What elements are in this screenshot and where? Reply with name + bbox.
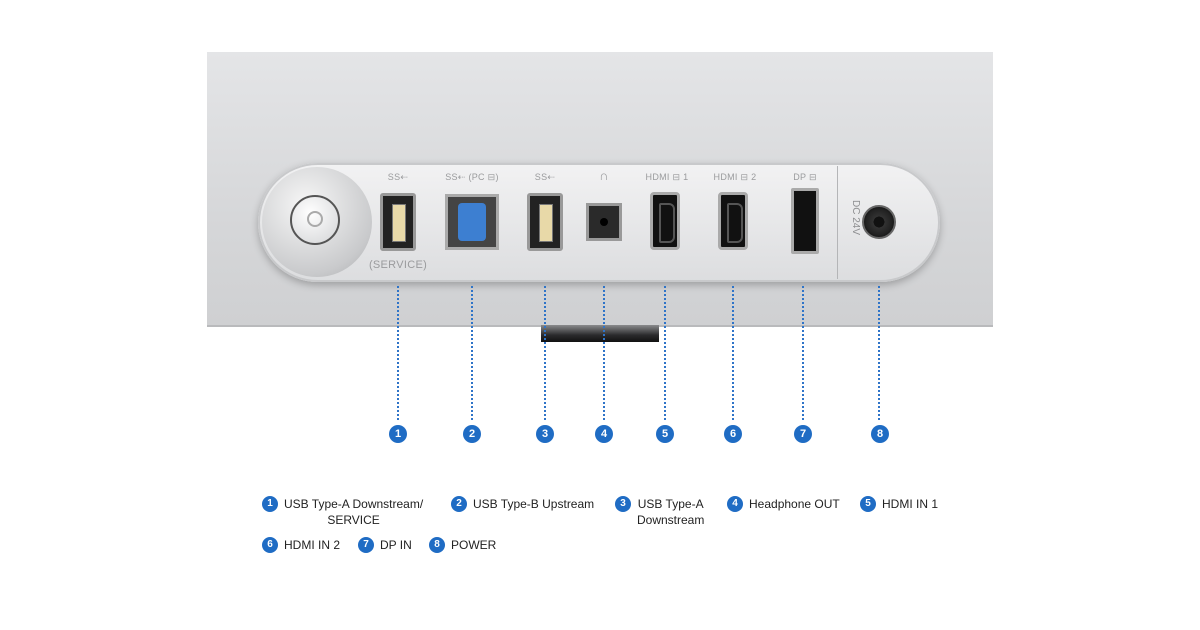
legend-number: 3 xyxy=(615,496,631,512)
marker-3: 3 xyxy=(536,425,554,443)
legend-text: USB Type-B Upstream xyxy=(473,497,595,511)
legend-number: 7 xyxy=(358,537,374,553)
leader-line xyxy=(802,286,804,420)
legend-text: USB Type-A Downstream/ SERVICE xyxy=(284,497,424,527)
legend-number: 5 xyxy=(860,496,876,512)
legend-number: 6 xyxy=(262,537,278,553)
headphone-icon: ∩ xyxy=(599,168,609,183)
usb-a-port xyxy=(527,193,563,251)
headphone-jack xyxy=(586,203,622,241)
marker-8: 8 xyxy=(871,425,889,443)
power-icon xyxy=(307,211,323,227)
usb-b-port xyxy=(445,194,499,250)
legend-number: 8 xyxy=(429,537,445,553)
legend-text: POWER xyxy=(451,538,497,552)
leader-line xyxy=(397,286,399,420)
leader-line xyxy=(603,286,605,420)
hdmi-2-label: HDMI ⊟ 2 xyxy=(713,172,757,182)
leader-line xyxy=(878,286,880,420)
usb-a-service-port xyxy=(380,193,416,251)
power-button xyxy=(290,195,340,245)
legend-text: USB Type-A Downstream xyxy=(637,497,705,527)
usb-ss-label: SS⇠ xyxy=(387,172,409,182)
marker-2: 2 xyxy=(463,425,481,443)
legend-item: 3 USB Type-A Downstream xyxy=(615,496,704,528)
legend-number: 2 xyxy=(451,496,467,512)
legend-item: 6 HDMI IN 2 xyxy=(262,537,340,553)
hdmi-1-label: HDMI ⊟ 1 xyxy=(645,172,689,182)
displayport-port xyxy=(791,188,819,254)
legend-item: 1 USB Type-A Downstream/ SERVICE xyxy=(262,496,423,528)
legend-text: HDMI IN 2 xyxy=(284,538,341,552)
dc-power-port xyxy=(862,205,896,239)
legend-text: HDMI IN 1 xyxy=(882,497,939,511)
legend-number: 1 xyxy=(262,496,278,512)
leader-line xyxy=(732,286,734,420)
plate-divider xyxy=(837,166,838,279)
legend-item: 4 Headphone OUT xyxy=(727,496,840,512)
dp-label: DP ⊟ xyxy=(793,172,817,182)
legend-item: 8 POWER xyxy=(429,537,496,553)
stand-neck xyxy=(541,325,659,342)
service-label: (SERVICE) xyxy=(368,259,428,271)
legend-item: 2 USB Type-B Upstream xyxy=(451,496,594,512)
leader-line xyxy=(664,286,666,420)
hdmi-2-port xyxy=(718,192,748,250)
marker-5: 5 xyxy=(656,425,674,443)
legend-number: 4 xyxy=(727,496,743,512)
marker-1: 1 xyxy=(389,425,407,443)
marker-4: 4 xyxy=(595,425,613,443)
usb-ss-label: SS⇠ xyxy=(534,172,556,182)
legend-item: 5 HDMI IN 1 xyxy=(860,496,938,512)
legend-text: DP IN xyxy=(380,538,412,552)
marker-6: 6 xyxy=(724,425,742,443)
legend-item: 7 DP IN xyxy=(358,537,412,553)
leader-line xyxy=(471,286,473,420)
hdmi-1-port xyxy=(650,192,680,250)
leader-line xyxy=(544,286,546,420)
usb-b-label: SS⇠ (PC ⊟) xyxy=(445,172,499,182)
dc-label: DC 24V xyxy=(850,199,862,236)
marker-7: 7 xyxy=(794,425,812,443)
legend-text: Headphone OUT xyxy=(749,497,840,511)
